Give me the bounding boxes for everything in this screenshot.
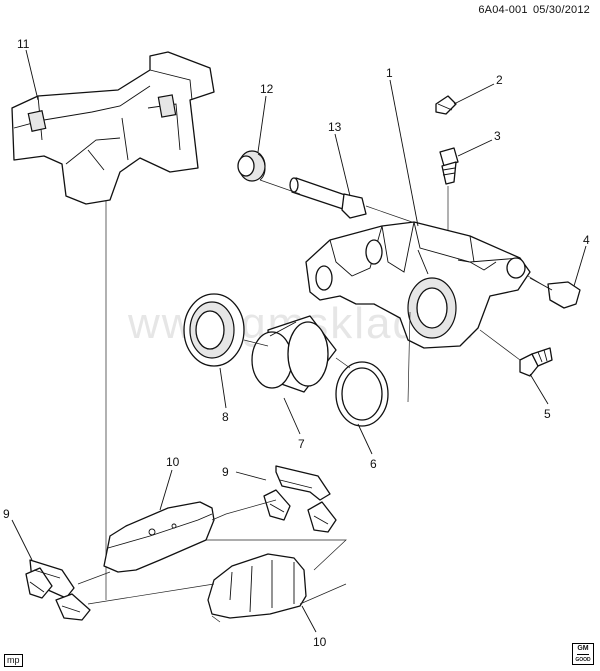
caliper-bracket	[11, 51, 215, 205]
callout-11: 11	[17, 37, 30, 51]
callout-5: 5	[544, 407, 551, 421]
caliper-housing	[305, 221, 531, 349]
caliper-piston	[251, 315, 337, 393]
bleeder-cap	[435, 95, 457, 115]
gm-logo-top: GM	[577, 645, 589, 652]
diagram-date: 05/30/2012	[532, 4, 590, 16]
piston-boot	[183, 293, 245, 367]
guide-pin-boot	[237, 150, 266, 182]
pad-clip-right	[263, 465, 337, 533]
guide-pin	[289, 177, 367, 219]
brake-pad-outer	[207, 553, 307, 619]
callout-7: 7	[298, 437, 305, 451]
callout-6: 6	[370, 457, 377, 471]
brake-pad-inner	[103, 501, 215, 573]
callout-9-right: 9	[222, 465, 229, 479]
callout-1: 1	[386, 66, 393, 80]
piston-seal	[335, 361, 389, 427]
callout-4: 4	[583, 233, 590, 247]
bleeder-valve	[439, 147, 459, 185]
gm-logo-bottom: GOOD	[575, 657, 591, 663]
pad-clip-left	[25, 559, 91, 621]
caliper-bolt-lower	[519, 347, 553, 377]
callout-13: 13	[328, 120, 342, 134]
callout-8: 8	[222, 410, 229, 424]
diagram-code: 6A04-001	[478, 4, 528, 16]
callout-10-upper: 10	[166, 455, 180, 469]
callout-9-left: 9	[3, 507, 10, 521]
diagram-header: 6A04-001 05/30/2012	[476, 4, 590, 16]
caliper-bolt-upper	[529, 277, 581, 309]
callout-12: 12	[260, 82, 274, 96]
gm-logo: GM GOOD	[572, 643, 594, 665]
gm-logo-underline	[577, 654, 589, 655]
callout-2: 2	[496, 73, 503, 87]
callout-3: 3	[494, 129, 501, 143]
callout-10-lower: 10	[313, 635, 327, 649]
footer-tag: mp	[4, 654, 23, 667]
